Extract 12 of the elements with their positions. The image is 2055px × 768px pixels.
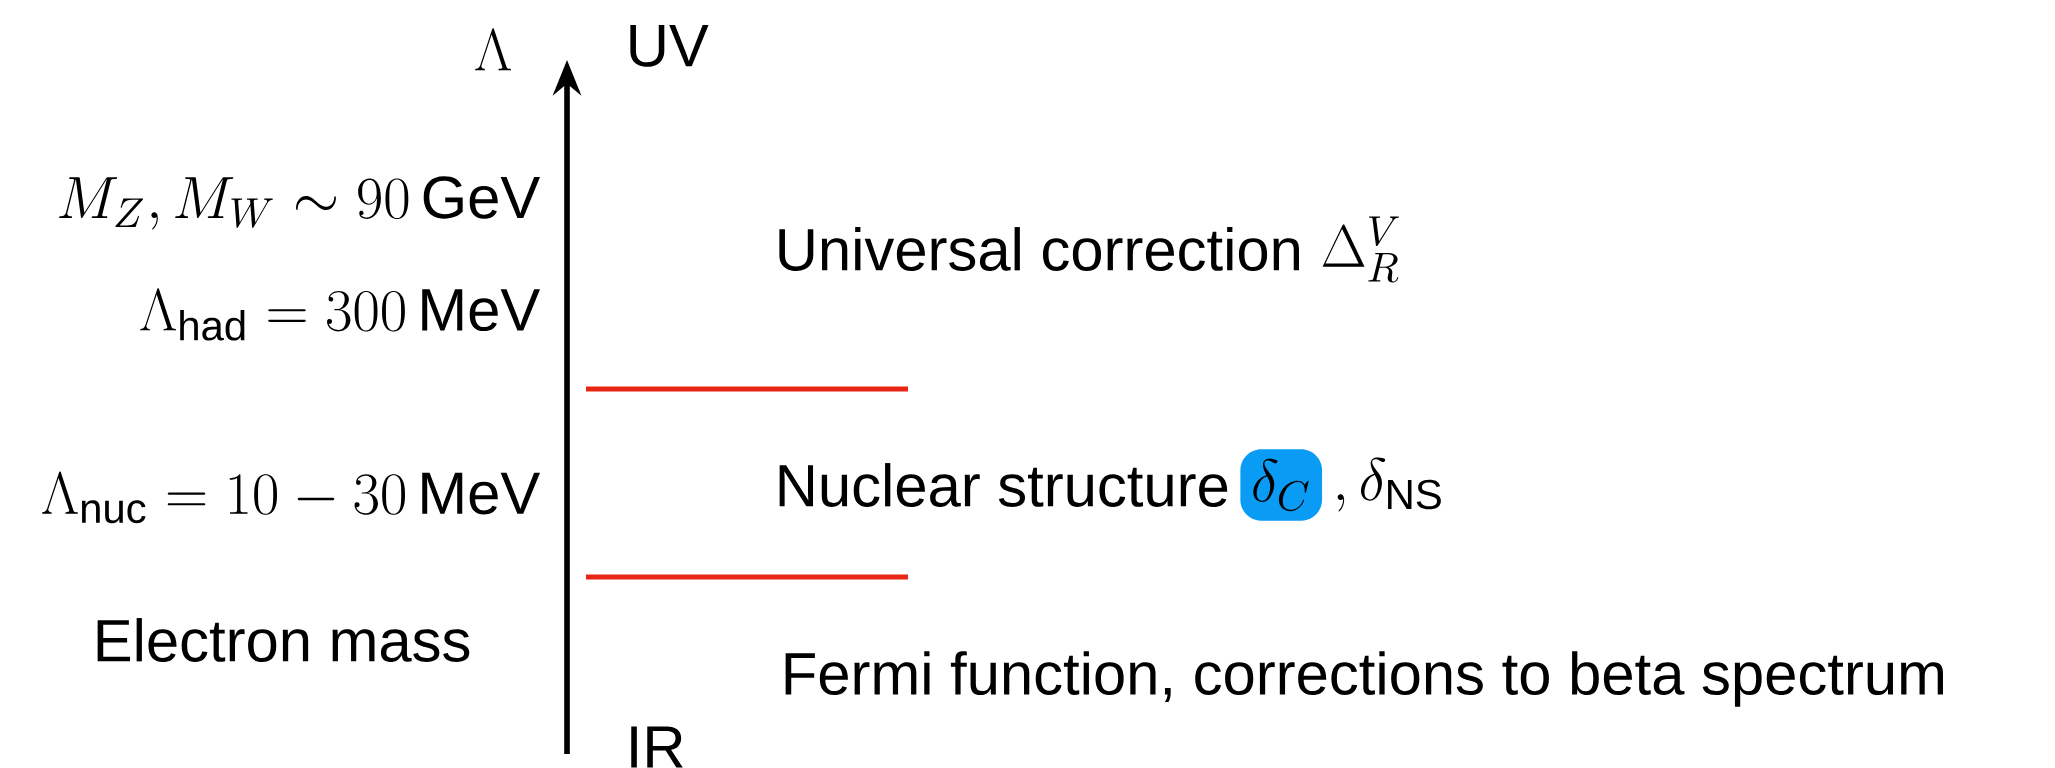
scale-label: UV — [630, 25, 709, 67]
scale-label: $\Lambda_{\mathrm{nuc}} = 10 - 30\,\mathrm{MeV}$ — [42, 471, 540, 524]
region-label: Universal correction — [779, 227, 1299, 271]
scale-label: $M_Z, M_W \sim 90\,\mathrm{GeV}$ — [59, 176, 540, 230]
scale-label: IR — [631, 726, 683, 768]
scale-label: $\Lambda_{\mathrm{had}} = 300\,\mathrm{MeV}$ — [140, 288, 540, 341]
formula: $, \delta_{\mathrm{NS}}$ — [1337, 457, 1441, 512]
region-label: Nuclear structure — [779, 463, 1228, 507]
scale-label: Electron mass — [97, 618, 470, 662]
axis-symbol: $\Lambda$ — [475, 28, 511, 71]
region-label: Fermi function, corrections to beta spectrum — [785, 651, 1943, 707]
formula: $\Delta_R^V$ — [1322, 216, 1399, 283]
